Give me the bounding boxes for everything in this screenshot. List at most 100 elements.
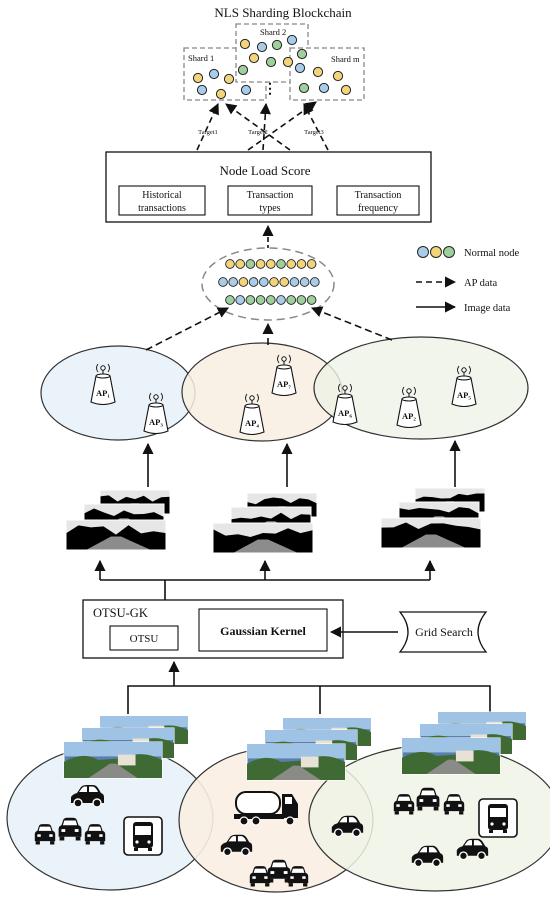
image-data-arrows-upper	[142, 439, 461, 487]
pool-node	[245, 259, 256, 269]
transaction-types-box	[227, 185, 313, 216]
otsu-label: OTSU	[130, 633, 159, 645]
tanker-truck-icon	[234, 791, 298, 826]
car-icon	[331, 815, 364, 838]
shard-ellipsis: ⋮	[263, 82, 277, 97]
historical-transactions-box	[118, 185, 206, 216]
access-point: AP₂	[396, 386, 422, 429]
street-photo-stack	[63, 715, 189, 779]
ap-label: AP₅	[457, 390, 471, 400]
legend-ap-data: AP data	[464, 278, 497, 289]
node-load-score-title: Node Load Score	[220, 163, 311, 178]
car-icon	[456, 838, 489, 861]
transaction-frequency-box	[336, 185, 420, 216]
legend-node-blue	[417, 246, 429, 258]
ap-label: AP₂	[402, 411, 416, 421]
pool-node	[225, 295, 235, 305]
ap-zone-right	[313, 336, 529, 440]
factor-1-line2: transactions	[138, 203, 186, 214]
pool-node	[276, 259, 286, 269]
bus-icon	[123, 816, 163, 856]
shard-node	[282, 56, 294, 68]
target2-label: Target2	[248, 129, 268, 136]
pool-node	[265, 295, 276, 305]
shard-node	[192, 72, 204, 84]
shard-node	[240, 84, 252, 96]
ap-left-arrow	[145, 307, 229, 351]
binarized-image-stacks	[65, 487, 486, 554]
pool-node	[279, 277, 290, 287]
ap-label: AP₇	[277, 379, 291, 389]
pool-node	[296, 295, 307, 305]
pool-node	[296, 259, 307, 269]
pool-node	[299, 277, 310, 287]
bus-icon	[478, 798, 518, 838]
pool-nodes	[218, 259, 320, 305]
pool-node	[238, 277, 249, 287]
gaussian-kernel-box	[198, 608, 328, 652]
shard-node	[256, 41, 268, 53]
blockchain-title: NLS Sharding Blockchain	[214, 5, 352, 20]
target-arrows	[196, 101, 329, 151]
shard-m-label: Shard m	[331, 54, 360, 64]
access-point: AP₄	[239, 393, 265, 436]
otsu-output-arrows	[94, 559, 436, 600]
target1-arrow	[196, 102, 219, 151]
factor-2-line1: Transaction	[247, 190, 294, 201]
shard-nodes	[192, 34, 352, 100]
shard-node	[312, 66, 324, 78]
pool-node	[255, 295, 266, 305]
ap-devices: AP₁ AP₃ AP₇ AP₄ AP₆ AP₂ AP₅	[90, 354, 477, 436]
pool-node	[248, 277, 259, 287]
factor-3-line2: frequency	[358, 203, 398, 214]
pool-node	[258, 277, 269, 287]
grid-search-label: Grid Search	[415, 625, 473, 639]
access-point: AP₆	[332, 383, 358, 426]
pool-node	[276, 295, 286, 305]
legend-normal-node: Normal node	[464, 248, 519, 259]
binarized-stack	[212, 492, 318, 554]
shard-node	[208, 68, 220, 80]
shard-node	[294, 62, 306, 74]
grid-search-shape	[398, 611, 488, 653]
vehicles	[34, 785, 518, 887]
ap-data-arrows	[145, 306, 393, 351]
shard-node	[286, 34, 298, 46]
legend-node-yellow	[430, 246, 442, 258]
access-point: AP₅	[451, 365, 477, 408]
street-photo-stack	[401, 711, 527, 775]
ap-zone-left	[40, 345, 196, 441]
shard-node	[265, 56, 277, 68]
car-icon	[71, 785, 104, 808]
otsu-box	[109, 625, 179, 651]
access-point: AP₃	[143, 392, 169, 435]
ap-label: AP₁	[96, 388, 110, 398]
shard-node	[271, 39, 283, 51]
target3-arrow	[303, 103, 329, 151]
car-front-icon	[84, 824, 106, 845]
binarized-stack	[65, 489, 171, 551]
pool-node	[286, 259, 297, 269]
access-point: AP₁	[90, 363, 116, 406]
car-front-icon	[416, 787, 440, 811]
ap-label: AP₄	[245, 418, 259, 428]
shard-node	[296, 48, 308, 60]
pool-node	[286, 295, 297, 305]
street-photo-stack	[246, 717, 372, 781]
photo-input-arrows	[127, 660, 491, 714]
pool-node	[269, 277, 279, 287]
shard-node	[223, 73, 235, 85]
photo-bus	[127, 685, 491, 714]
pool-node	[306, 259, 317, 269]
shard-node	[298, 82, 310, 94]
target3-label: Target3	[304, 129, 324, 136]
shard-node	[340, 84, 352, 96]
ap-label: AP₆	[338, 408, 352, 418]
shard-group: Shard 1 Shard 2 Shard m ⋮	[183, 23, 365, 101]
pool-node	[235, 259, 246, 269]
shard-node	[215, 88, 227, 100]
car-front-icon	[34, 824, 56, 845]
pool-node	[225, 259, 235, 269]
pool-node	[306, 295, 317, 305]
ap-label: AP₃	[149, 417, 163, 427]
